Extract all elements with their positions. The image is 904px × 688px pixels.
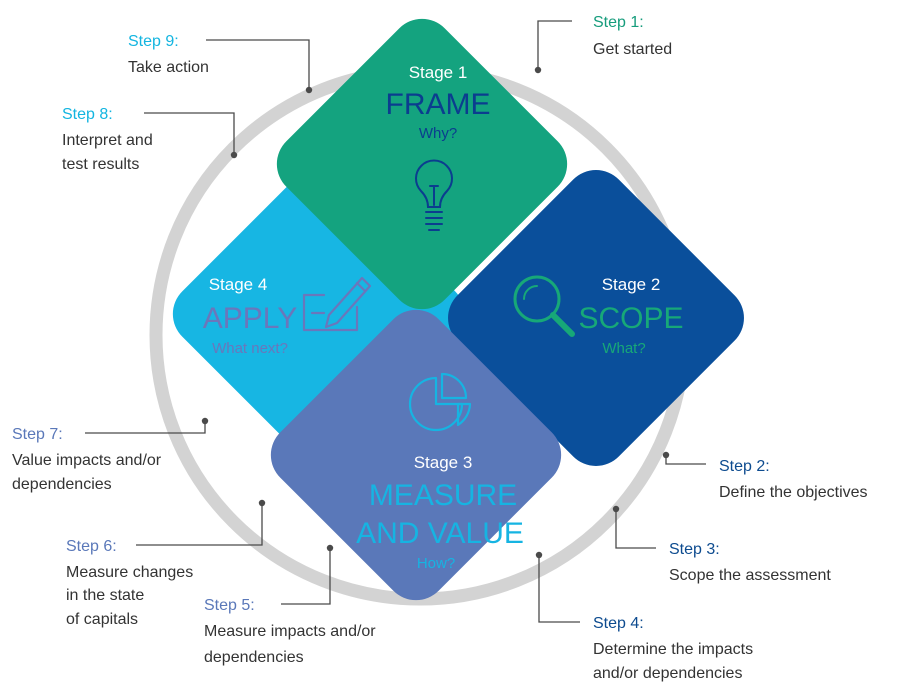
dot-step-4: [535, 551, 543, 559]
step-6-text-line-1: Measure changes: [66, 564, 193, 581]
step-9-text: Take action: [128, 59, 209, 76]
stage-3-diamond: [270, 309, 562, 601]
step-2-text: Define the objectives: [719, 484, 868, 501]
step-7-text-line-2: dependencies: [12, 476, 112, 493]
connector-step-8: [144, 112, 235, 155]
stage-4-title: APPLY: [203, 302, 298, 335]
magnifier-icon: [513, 275, 575, 337]
connector-step-9: [206, 39, 310, 90]
stage-2-scope: Stage 2 SCOPE What?: [448, 170, 744, 466]
step-4-text-line-1: Determine the impacts: [593, 641, 753, 658]
stage-3-title-line-2: AND VALUE: [356, 517, 524, 550]
dot-step-9: [305, 86, 313, 94]
step-2: Step 2: Define the objectives: [719, 458, 868, 501]
step-2-label: Step 2:: [719, 458, 770, 475]
stage-3-question: How?: [417, 555, 455, 572]
stage-1-question: Why?: [419, 125, 457, 142]
dot-step-5: [326, 544, 334, 552]
step-8-text-line-1: Interpret and: [62, 132, 153, 149]
step-7: Step 7: Value impacts and/or dependencie…: [12, 426, 162, 493]
step-6: Step 6: Measure changes in the state of …: [66, 538, 193, 628]
dot-step-8: [230, 151, 238, 159]
step-5-text-line-1: Measure impacts and/or: [204, 623, 376, 640]
stage-1-label: Stage 1: [409, 63, 468, 82]
dot-step-3: [612, 505, 620, 513]
stage-2-title: SCOPE: [578, 302, 683, 335]
lightbulb-icon: [415, 159, 453, 231]
stage-2-question: What?: [602, 340, 645, 357]
stage-3-measure: Stage 3 MEASURE AND VALUE How?: [270, 309, 562, 601]
stage-4-label: Stage 4: [209, 275, 268, 294]
step-5-text-line-2: dependencies: [204, 649, 304, 666]
step-6-text-line-2: in the state: [66, 587, 144, 604]
step-3-label: Step 3:: [669, 541, 720, 558]
step-7-label: Step 7:: [12, 426, 63, 443]
stage-2-label: Stage 2: [602, 275, 661, 294]
step-4-text-line-2: and/or dependencies: [593, 665, 742, 682]
connector-step-2: [665, 455, 706, 465]
step-connectors: [85, 20, 706, 623]
stage-3-title-line-1: MEASURE: [369, 479, 517, 512]
step-5-label: Step 5:: [204, 597, 255, 614]
step-1-text: Get started: [593, 41, 672, 58]
connector-step-4: [538, 555, 580, 623]
stage-3-label: Stage 3: [414, 453, 473, 472]
step-8: Step 8: Interpret and test results: [62, 106, 153, 173]
step-3: Step 3: Scope the assessment: [669, 541, 831, 584]
step-8-text-line-2: test results: [62, 156, 139, 173]
step-7-text-line-1: Value impacts and/or: [12, 452, 162, 469]
connector-step-6: [136, 503, 263, 546]
stage-1-title: FRAME: [386, 88, 491, 121]
step-6-text-line-3: of capitals: [66, 611, 138, 628]
step-4-label: Step 4:: [593, 615, 644, 632]
step-1-label: Step 1:: [593, 14, 644, 31]
connector-step-5: [281, 548, 331, 605]
dot-step-7: [201, 417, 209, 425]
dot-step-6: [258, 499, 266, 507]
step-4: Step 4: Determine the impacts and/or dep…: [593, 615, 753, 682]
step-8-label: Step 8:: [62, 106, 113, 123]
connector-dots: [201, 66, 670, 559]
stage-2-diamond: [448, 170, 744, 466]
step-5: Step 5: Measure impacts and/or dependenc…: [204, 597, 376, 666]
step-1: Step 1: Get started: [593, 14, 672, 58]
step-9: Step 9: Take action: [128, 33, 209, 76]
stage-4-question: What next?: [212, 340, 288, 357]
step-9-label: Step 9:: [128, 33, 179, 50]
dot-step-1: [534, 66, 542, 74]
connector-step-7: [85, 421, 206, 434]
step-3-text: Scope the assessment: [669, 567, 831, 584]
pencil-form-icon: [302, 276, 372, 332]
dot-step-2: [662, 451, 670, 459]
pie-chart-icon: [408, 372, 472, 432]
stage-1-frame: Stage 1 FRAME Why?: [276, 18, 568, 310]
connector-step-3: [615, 509, 656, 549]
connector-step-1: [537, 20, 572, 70]
step-6-label: Step 6:: [66, 538, 117, 555]
